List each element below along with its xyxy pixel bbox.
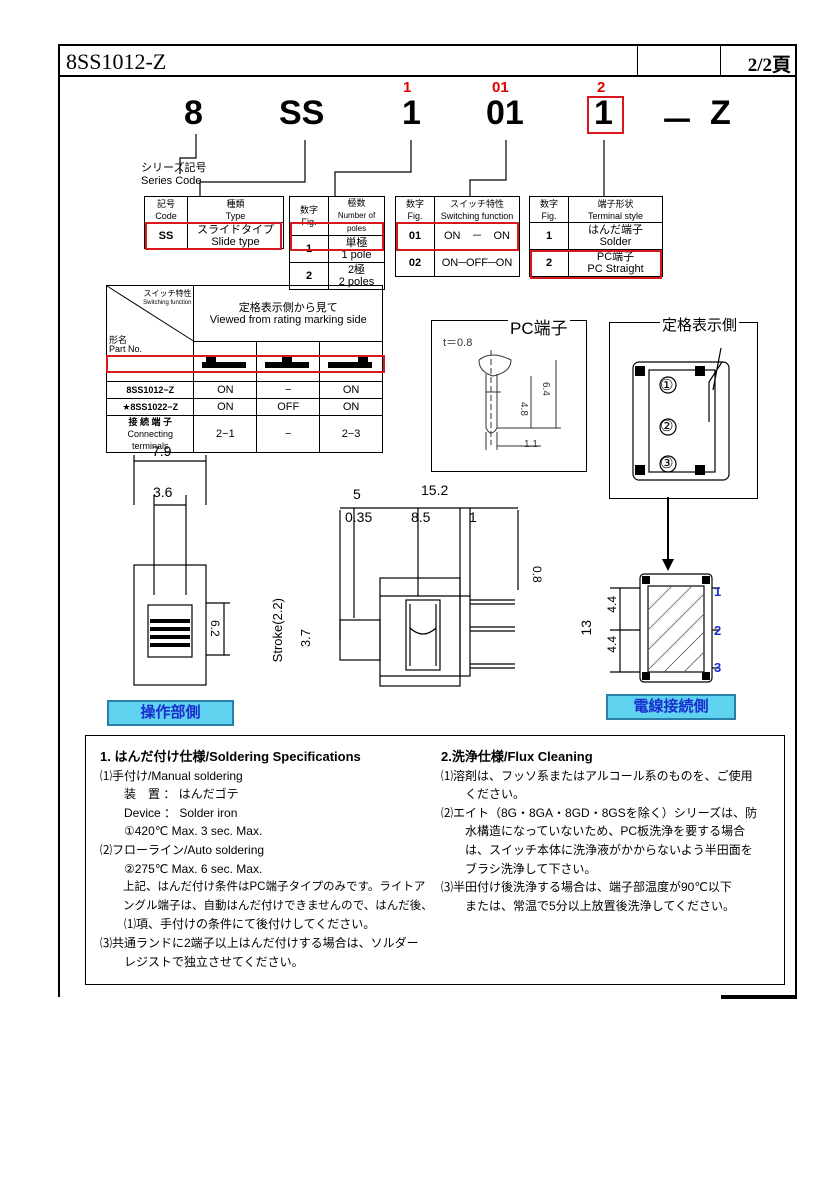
code-leader-lines xyxy=(179,134,605,196)
code-index: 1 xyxy=(403,79,412,96)
function-corner: スイッチ特性 Switching function 形名 Part No. xyxy=(105,285,196,382)
highlight-box xyxy=(530,250,662,279)
code-index: 2 xyxy=(597,79,606,96)
side-dim: 0.8 xyxy=(530,566,544,583)
function-table: スイッチ特性 Switching function 形名 Part No. 定格… xyxy=(105,285,383,453)
slider-center-icon xyxy=(256,341,321,382)
pc-terminal-shape xyxy=(478,350,561,450)
code-part: Z xyxy=(710,94,731,132)
highlight-box xyxy=(396,222,519,251)
circle-label: ③ xyxy=(660,455,674,472)
page-end-bar xyxy=(721,995,797,999)
series-label-en: Series Code xyxy=(141,175,202,187)
front-view-drawing xyxy=(133,455,230,686)
side-dim: 0.35 xyxy=(345,509,373,525)
side-dim: 15.2 xyxy=(421,482,449,498)
slider-right-icon xyxy=(319,341,383,382)
bottom-view-drawing xyxy=(610,573,720,683)
header-divider xyxy=(637,44,638,75)
code-part: 1 xyxy=(402,94,421,132)
circle-label: ② xyxy=(660,418,674,435)
down-arrow-icon xyxy=(662,497,674,571)
code-part: SS xyxy=(279,94,325,132)
code-part: 8 xyxy=(184,94,203,132)
pin-label: 2 xyxy=(714,623,722,638)
pc-dim: 1.1 xyxy=(524,439,538,450)
highlight-box xyxy=(290,222,384,251)
code-part: 01 xyxy=(486,94,524,132)
front-dim: 7.9 xyxy=(152,443,172,459)
highlight-box xyxy=(106,355,385,373)
soldering-notes: 1. はんだ付け仕様/Soldering Specifications ⑴手付け… xyxy=(100,749,433,969)
marking-side-title: 定格表示側 xyxy=(660,314,740,335)
wire-side-label: 電線接続側 xyxy=(606,694,736,720)
circle-label: ① xyxy=(660,377,674,394)
code-index: 01 xyxy=(492,79,509,96)
pin-label: 1 xyxy=(714,584,722,599)
highlight-box xyxy=(587,96,624,134)
pin-label: 3 xyxy=(714,660,722,675)
code-part: 1 xyxy=(594,94,613,132)
side-view-drawing xyxy=(339,507,519,687)
series-label-jp: シリーズ記号 xyxy=(141,162,207,174)
code-part: － xyxy=(660,103,694,141)
side-stroke: Stroke(2.2) xyxy=(270,598,285,663)
side-dim: 1 xyxy=(469,509,477,525)
pc-dim: 6.4 xyxy=(540,382,551,396)
side-dim: 8.5 xyxy=(411,509,431,525)
operation-side-label: 操作部側 xyxy=(107,700,234,726)
page-number: 2/2頁 xyxy=(747,55,791,76)
pc-thickness: t＝0.8 xyxy=(443,337,473,349)
page-frame xyxy=(58,44,797,997)
cleaning-notes: 2.洗浄仕様/Flux Cleaning ⑴溶剤は、フッソ系またはアルコール系の… xyxy=(441,749,758,913)
slider-left-icon xyxy=(193,341,258,382)
document-title: 8SS1012-Z xyxy=(66,49,167,74)
header-divider xyxy=(720,44,721,75)
side-dim: 5 xyxy=(353,486,361,502)
notes-box xyxy=(85,735,785,985)
header-bar: 8SS1012-Z 2/2頁 xyxy=(58,44,797,77)
front-dim: 3.6 xyxy=(153,484,173,500)
highlight-box xyxy=(145,222,282,250)
pc-terminal-title: PC端子 xyxy=(508,314,570,339)
pc-dim: 4.8 xyxy=(518,402,529,416)
marking-side-shape xyxy=(632,347,730,481)
front-dim: 6.2 xyxy=(208,620,222,637)
